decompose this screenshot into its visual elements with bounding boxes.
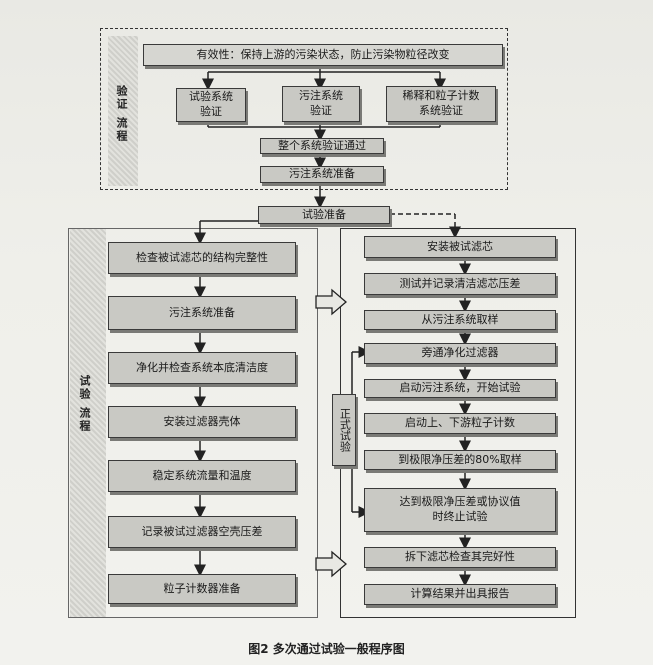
verify-box-injection-system: 污注系统 验证 bbox=[282, 86, 360, 122]
right-step-9: 拆下滤芯检查其完好性 bbox=[364, 547, 556, 568]
figure-caption: 图2 多次通过试验一般程序图 bbox=[248, 642, 405, 656]
test-prep-box: 试验准备 bbox=[258, 206, 390, 224]
right-step-5: 启动污注系统，开始试验 bbox=[364, 379, 556, 398]
verify-box-dilution-counting: 稀释和粒子计数 系统验证 bbox=[386, 86, 496, 122]
right-step-10: 计算结果并出具报告 bbox=[364, 584, 556, 605]
test-label: 试验 流程 bbox=[78, 375, 91, 433]
verify-top-box: 有效性：保持上游的污染状态，防止污染物粒径改变 bbox=[143, 44, 503, 66]
left-step-5: 稳定系统流量和温度 bbox=[108, 460, 296, 492]
verify-side-strip bbox=[108, 36, 138, 186]
left-step-3: 净化并检查系统本底清洁度 bbox=[108, 352, 296, 384]
verify-box-test-system: 试验系统 验证 bbox=[176, 88, 246, 122]
left-step-7: 粒子计数器准备 bbox=[108, 574, 296, 604]
formal-test-label: 正式试验 bbox=[332, 394, 356, 466]
right-step-2: 测试并记录清洁滤芯压差 bbox=[364, 273, 556, 295]
verify-label: 验证 流程 bbox=[115, 85, 128, 143]
right-step-7: 到极限净压差的80%取样 bbox=[364, 450, 556, 470]
verification-region bbox=[100, 28, 508, 190]
right-step-6: 启动上、下游粒子计数 bbox=[364, 413, 556, 434]
right-step-3: 从污注系统取样 bbox=[364, 310, 556, 330]
left-step-2: 污注系统准备 bbox=[108, 296, 296, 330]
right-step-8: 达到极限净压差或协议值 时终止试验 bbox=[364, 488, 556, 532]
test-region-left bbox=[68, 228, 318, 618]
test-side-strip bbox=[70, 228, 106, 618]
right-step-1: 安装被试滤芯 bbox=[364, 236, 556, 258]
left-step-1: 检查被试滤芯的结构完整性 bbox=[108, 242, 296, 274]
left-step-6: 记录被试过滤器空壳压差 bbox=[108, 516, 296, 548]
left-step-4: 安装过滤器壳体 bbox=[108, 406, 296, 438]
right-step-4: 旁通净化过滤器 bbox=[364, 343, 556, 364]
verify-prep-box: 污注系统准备 bbox=[260, 166, 384, 183]
verify-pass-box: 整个系统验证通过 bbox=[260, 138, 384, 154]
